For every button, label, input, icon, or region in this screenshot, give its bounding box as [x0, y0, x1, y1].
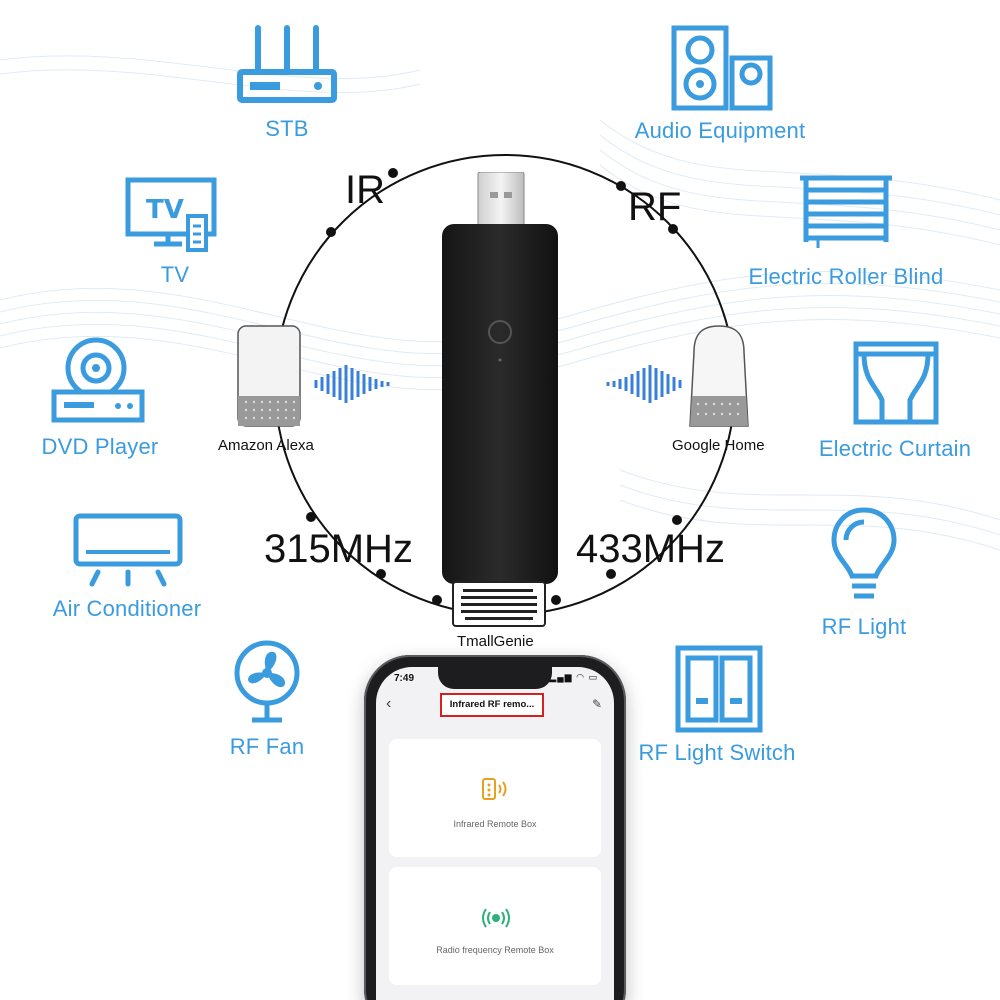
device-rf-fan-label: RF Fan	[229, 734, 305, 759]
fan-icon	[232, 638, 322, 726]
sound-wave-right-icon	[606, 365, 682, 403]
phone-notch	[438, 667, 552, 689]
wifi-icon: ◠	[576, 672, 585, 682]
light-bulb-icon	[828, 506, 918, 610]
status-icons: ▂▄▆ ◠ ▭	[549, 672, 598, 683]
device-audio-equipment-label: Audio Equipment	[634, 118, 806, 143]
curtain-icon	[852, 340, 990, 426]
edit-pencil-icon[interactable]: ✎	[591, 697, 602, 711]
back-chevron-icon[interactable]: ‹	[386, 695, 392, 712]
device-rf-light: RF Light	[810, 506, 918, 640]
sound-wave-left-icon	[314, 365, 390, 403]
device-electric-roller-blind: Electric Roller Blind	[730, 172, 962, 290]
device-rf-light-switch: RF Light Switch	[622, 644, 812, 766]
tv-icon: TV	[124, 176, 240, 252]
google-home-speaker-icon	[689, 325, 749, 427]
433mhz-label: 433MHz	[576, 527, 725, 571]
device-rf-light-switch-label: RF Light Switch	[638, 740, 796, 765]
usb-dongle	[442, 172, 558, 584]
device-dvd-player: DVD Player	[30, 336, 170, 460]
device-rf-light-label: RF Light	[821, 614, 907, 639]
device-stb-label: STB	[265, 116, 309, 141]
device-electric-curtain-label: Electric Curtain	[818, 436, 972, 461]
device-dvd-player-label: DVD Player	[41, 434, 159, 459]
air-conditioner-icon	[72, 512, 212, 588]
device-rf-fan: RF Fan	[212, 638, 322, 760]
device-tv: TV TV	[110, 176, 240, 288]
device-audio-equipment: Audio Equipment	[620, 24, 820, 144]
radio-frequency-icon	[482, 908, 510, 928]
signal-icon: ▂▄▆	[549, 672, 573, 682]
device-electric-roller-blind-label: Electric Roller Blind	[748, 264, 944, 289]
device-air-conditioner: Air Conditioner	[42, 512, 212, 622]
infrared-remote-box-label: Infrared Remote Box	[453, 819, 537, 829]
svg-text:TV: TV	[146, 195, 184, 225]
device-electric-curtain: Electric Curtain	[800, 340, 990, 462]
tmallgenie-speaker-icon	[452, 581, 546, 627]
device-air-conditioner-label: Air Conditioner	[52, 596, 202, 621]
router-icon	[236, 22, 352, 108]
radio-frequency-remote-box-card[interactable]: Radio frequency Remote Box	[389, 867, 601, 985]
google-home-label: Google Home	[672, 437, 765, 454]
infrared-remote-box-card[interactable]: Infrared Remote Box	[389, 739, 601, 857]
page-title: Infrared RF remo...	[440, 693, 544, 717]
315mhz-label: 315MHz	[264, 527, 413, 571]
roller-blind-icon	[798, 172, 962, 252]
device-stb: STB	[222, 22, 352, 142]
speaker-icon	[670, 24, 820, 112]
status-time: 7:49	[394, 673, 415, 684]
battery-icon: ▭	[588, 672, 598, 682]
dvd-player-icon	[50, 336, 170, 424]
light-switch-icon	[674, 644, 812, 734]
device-tv-label: TV	[160, 262, 190, 287]
tmallgenie-label: TmallGenie	[457, 633, 534, 650]
ir-label: IR	[345, 168, 385, 212]
smartphone: 7:49 ▂▄▆ ◠ ▭ ‹ Infrared RF remo... ✎ Inf…	[364, 655, 626, 1000]
radio-frequency-remote-box-label: Radio frequency Remote Box	[436, 945, 554, 955]
amazon-alexa-speaker-icon	[237, 325, 301, 427]
infrared-remote-icon	[482, 778, 507, 800]
amazon-alexa-label: Amazon Alexa	[218, 437, 314, 454]
rf-label: RF	[628, 185, 682, 229]
app-screen: 7:49 ▂▄▆ ◠ ▭ ‹ Infrared RF remo... ✎ Inf…	[376, 667, 614, 1000]
